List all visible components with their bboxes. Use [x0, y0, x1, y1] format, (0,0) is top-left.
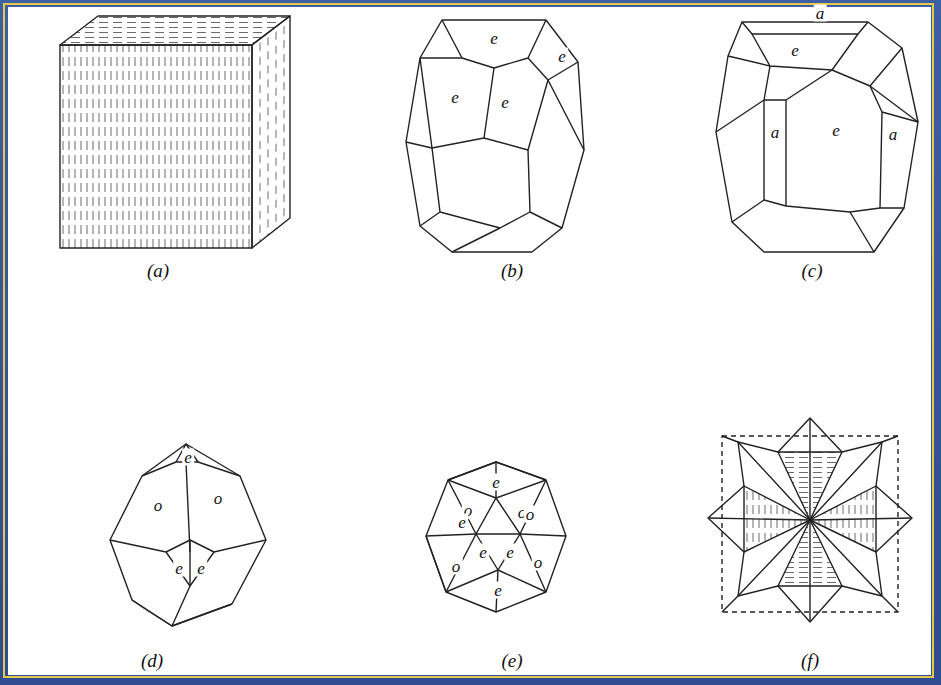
face-label: e — [488, 30, 500, 47]
modified-pyritohedron-figure — [716, 22, 918, 252]
face-label: e — [477, 544, 489, 561]
interpenetrating-crystal-figure — [708, 418, 912, 622]
face-label: e — [490, 474, 502, 491]
face-label: e — [195, 560, 207, 577]
icosahedral-combination-figure — [426, 462, 566, 612]
face-label: e — [789, 42, 801, 59]
pyritohedron-figure — [406, 20, 584, 252]
face-label: o — [532, 554, 545, 571]
face-label: o — [524, 506, 537, 523]
face-label: e — [830, 122, 842, 139]
face-label: e — [499, 94, 511, 111]
face-label: a — [814, 4, 827, 21]
face-label: e — [182, 449, 194, 466]
face-label: e — [449, 89, 461, 106]
figure-caption: (d) — [139, 651, 165, 670]
figure-caption: (c) — [799, 261, 824, 280]
face-label: o — [450, 558, 463, 575]
figure-caption: (a) — [145, 261, 171, 280]
figure-caption: (f) — [799, 651, 821, 670]
cube-figure — [60, 16, 290, 248]
face-label: e — [504, 544, 516, 561]
face-label: e — [456, 514, 468, 531]
face-label: e — [492, 582, 504, 599]
face-label: a — [887, 126, 900, 143]
figure-caption: (e) — [499, 651, 524, 670]
modified-octahedron-figure — [110, 444, 266, 626]
face-label: o — [152, 497, 165, 514]
face-label: e — [173, 560, 185, 577]
face-label: o — [212, 490, 225, 507]
figure-caption: (b) — [499, 261, 525, 280]
face-label: a — [769, 124, 782, 141]
face-label: e — [556, 48, 568, 65]
